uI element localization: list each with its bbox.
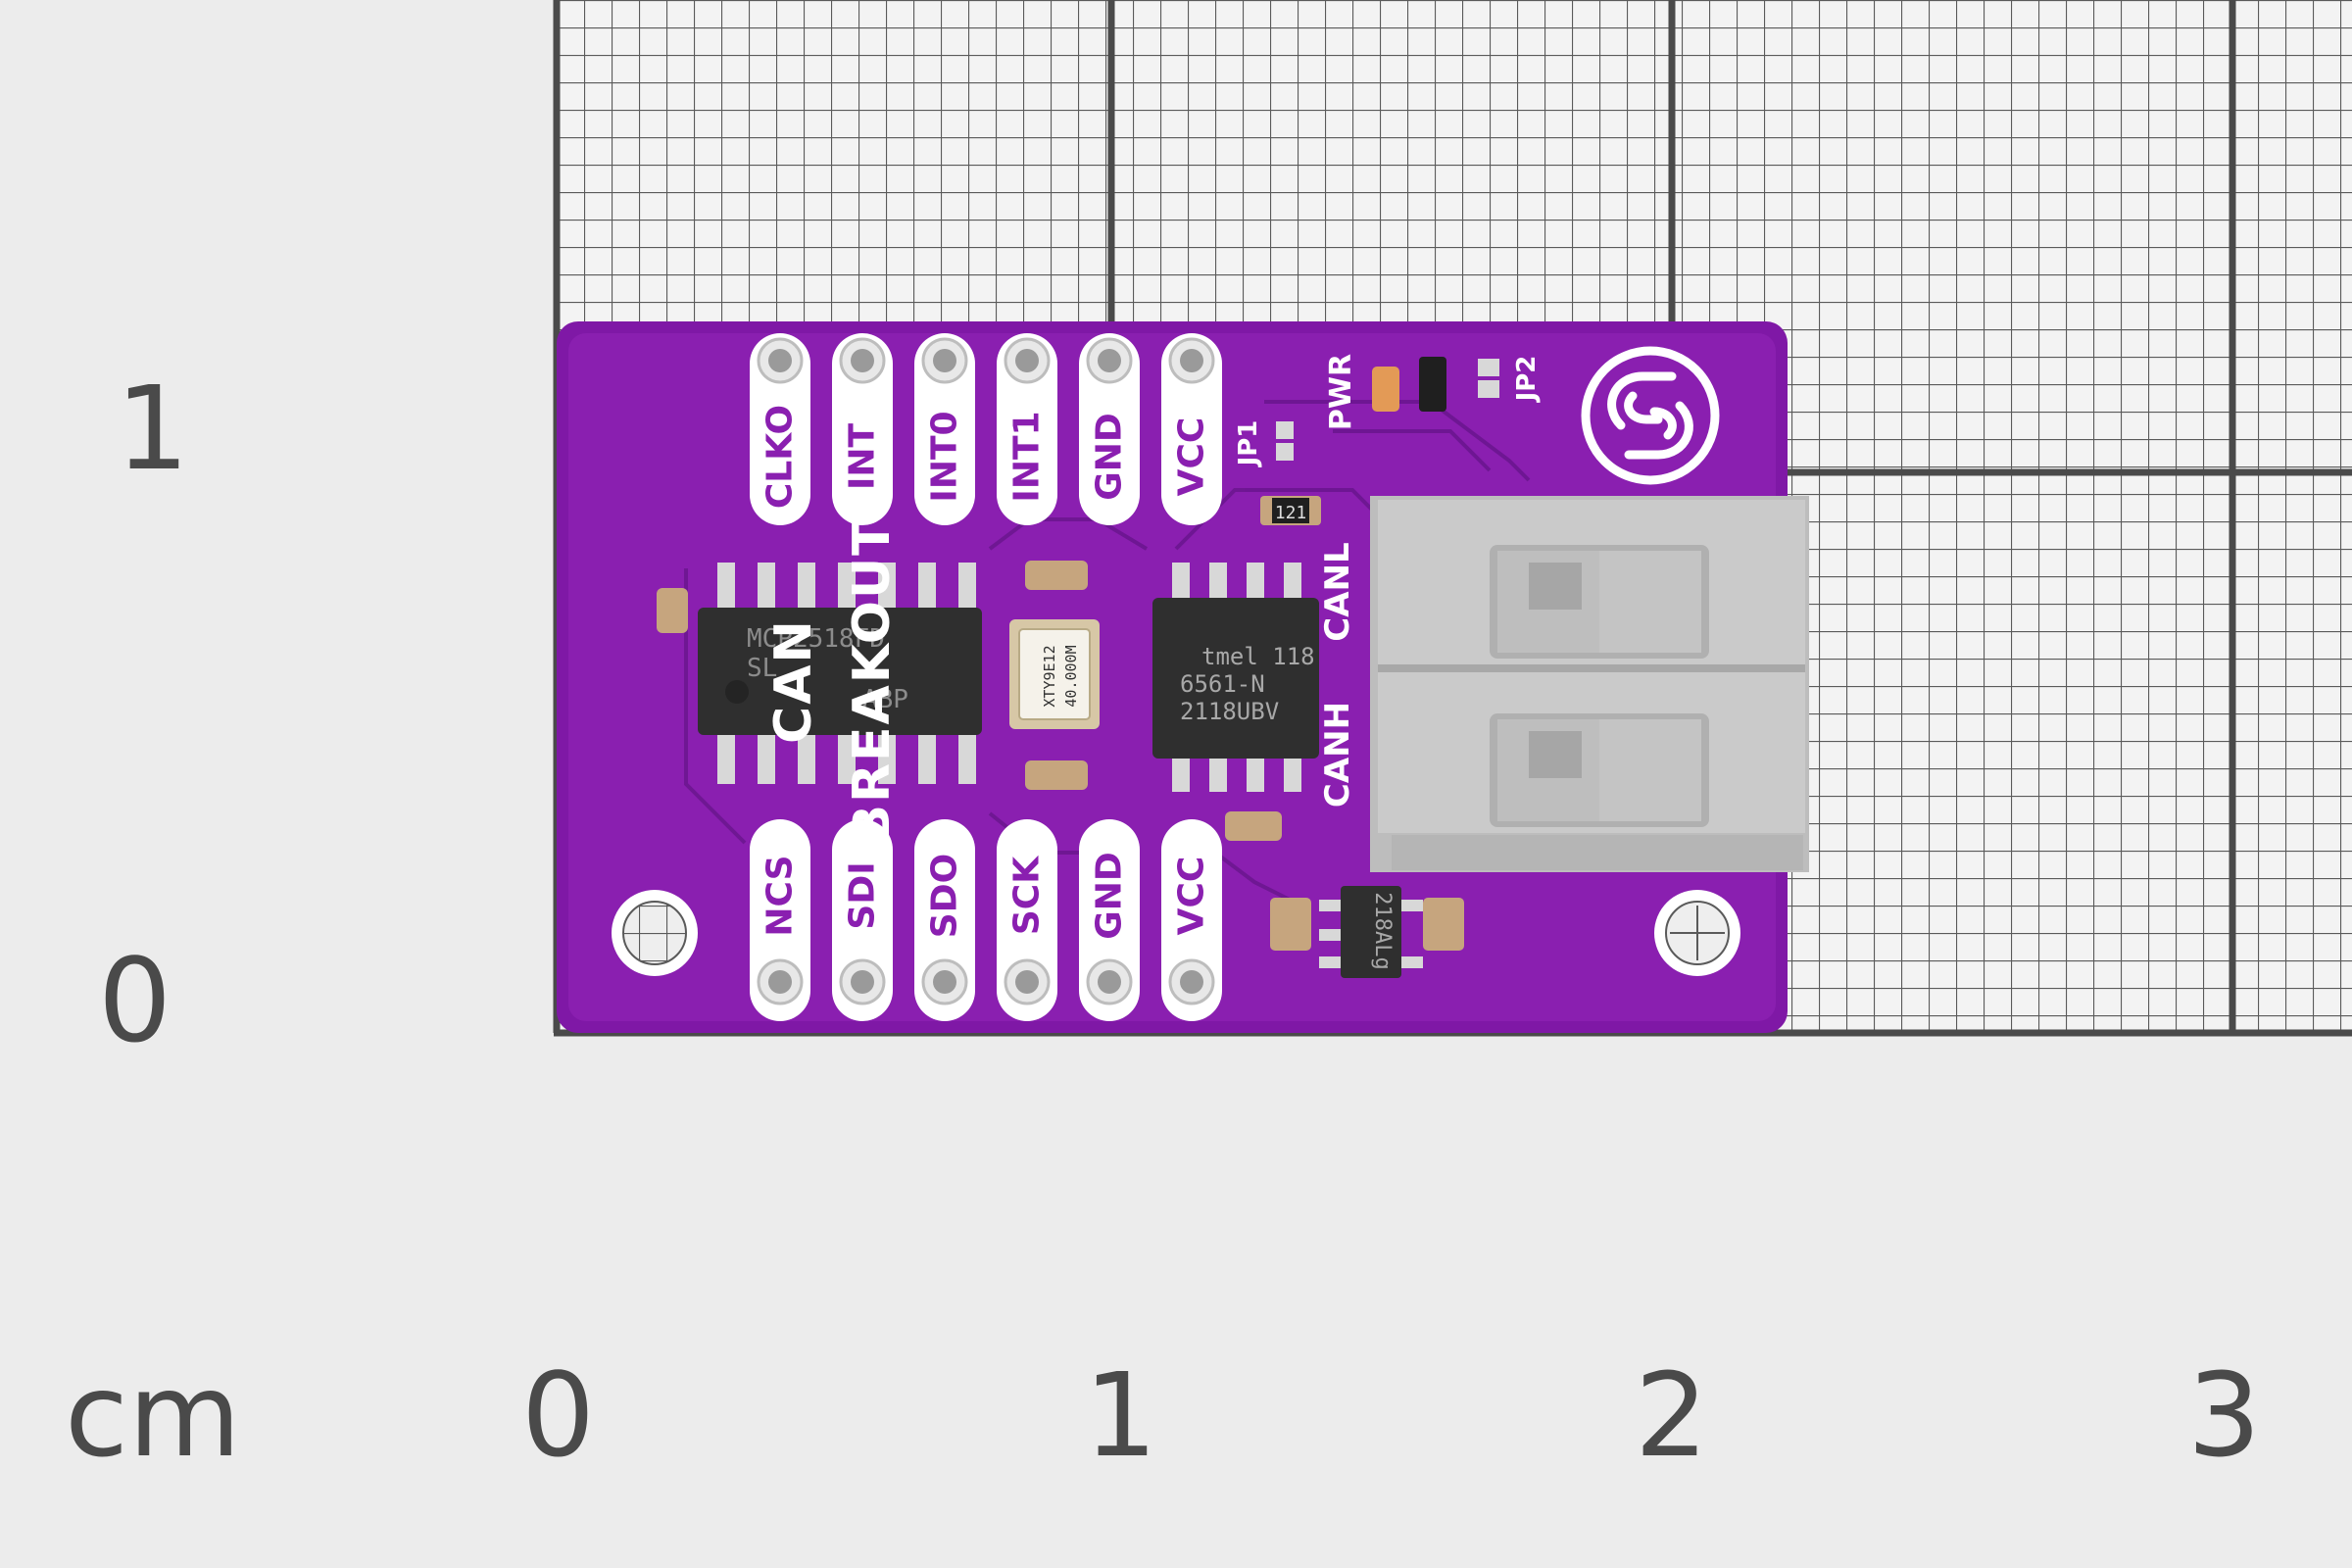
bottom-pin-header: NCS SDI SDO SCK GND VCC [750, 819, 1222, 1021]
jp1-label: JP1 [1234, 420, 1263, 468]
bottom-pin-label: VCC [1172, 857, 1212, 936]
chip2-marking-1: tmel 118 [1201, 643, 1315, 670]
canh-label: CANH [1318, 702, 1357, 808]
unit-label: cm [65, 1348, 241, 1483]
pwr-label: PWR [1324, 354, 1358, 430]
bottom-pin-label: GND [1090, 852, 1130, 940]
mounting-hole [1654, 890, 1740, 976]
jp2-label: JP2 [1512, 356, 1542, 404]
x-scale-label-2: 2 [1635, 1348, 1709, 1483]
crystal-oscillator: XTY9E12 40.000M [1009, 619, 1100, 729]
top-pin-label: GND [1090, 413, 1130, 501]
power-led [1372, 367, 1399, 412]
terminal-lever-canh[interactable] [1490, 713, 1709, 827]
capacitor [1025, 561, 1088, 590]
jumper-jp1-pads [1276, 421, 1294, 461]
top-pin-label: INT0 [925, 411, 965, 502]
chip1-marking-1: MCP2518FD [747, 624, 885, 654]
y-scale-label-0: 0 [98, 933, 172, 1068]
bottom-pin-gnd: GND [1079, 819, 1140, 1021]
top-pin-label: INT [843, 423, 883, 491]
x-scale-label-1: 1 [1084, 1348, 1158, 1483]
y-scale-label-1: 1 [116, 361, 190, 496]
top-pin-label: VCC [1172, 417, 1212, 497]
capacitor [1225, 811, 1282, 841]
top-pin-label: INT1 [1007, 411, 1048, 502]
capacitor [1025, 760, 1088, 790]
bottom-pin-sck: SCK [997, 819, 1057, 1021]
crystal-marking-2: 40.000M [1062, 645, 1080, 707]
top-pin-label: CLKO [760, 405, 801, 509]
board-title: CAN BREAKOUT [764, 518, 902, 844]
bottom-pin-sdo: SDO [914, 819, 975, 1021]
regulator-marking: 218ALg [1370, 892, 1395, 969]
top-pin-int0: INT0 [914, 333, 975, 525]
top-pin-int: INT [832, 333, 893, 525]
chip2-marking-3: 2118UBV [1180, 698, 1279, 725]
led-resistor [1419, 357, 1446, 412]
bottom-pin-sdi: SDI [832, 819, 893, 1021]
jumper-jp2-pads [1478, 359, 1499, 398]
bottom-pin-label: NCS [760, 855, 801, 936]
resistor: 121 [1260, 496, 1321, 525]
voltage-regulator: 218ALg [1270, 886, 1464, 978]
top-pin-vcc: VCC [1161, 333, 1222, 525]
bottom-pin-label: SDO [925, 854, 965, 938]
top-pin-clko: CLKO [750, 333, 810, 525]
bottom-pin-vcc: VCC [1161, 819, 1222, 1021]
chip2-marking-2: 6561-N [1180, 670, 1265, 698]
mounting-hole [612, 890, 698, 976]
bottom-pin-label: SCK [1007, 856, 1048, 935]
can-transceiver-chip: tmel 118 6561-N 2118UBV [1152, 563, 1319, 792]
crystal-marking-1: XTY9E12 [1041, 645, 1058, 707]
chip1-marking-3: ABP [862, 685, 908, 714]
can-controller-chip: MCP2518FD SL ABP [698, 563, 982, 784]
top-pin-gnd: GND [1079, 333, 1140, 525]
can-terminal-block [1370, 496, 1809, 872]
x-scale-label-3: 3 [2187, 1348, 2262, 1483]
chip1-marking-2: SL [747, 654, 777, 683]
canl-label: CANL [1318, 542, 1357, 641]
top-pin-int1: INT1 [997, 333, 1057, 525]
resistor-marking: 121 [1275, 503, 1307, 523]
bottom-pin-ncs: NCS [750, 819, 810, 1021]
top-pin-header: CLKO INT INT0 INT1 GND VCC [750, 333, 1222, 525]
bottom-pin-label: SDI [843, 861, 883, 929]
capacitor [657, 588, 688, 633]
x-scale-label-0: 0 [521, 1348, 596, 1483]
brand-logo-icon [1581, 346, 1720, 485]
terminal-lever-canl[interactable] [1490, 545, 1709, 659]
